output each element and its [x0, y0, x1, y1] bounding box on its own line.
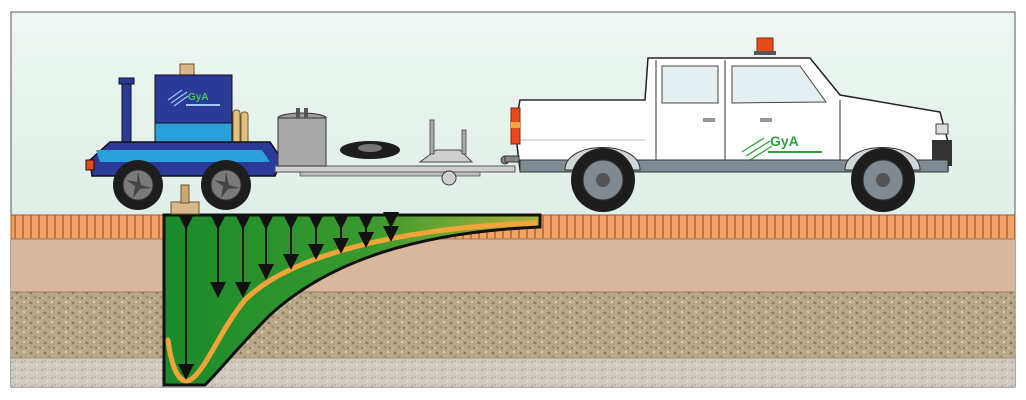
subbase-layer: [11, 292, 1015, 358]
truck-wheel-rear: [571, 148, 635, 212]
deflection-curve: [165, 220, 538, 384]
trailer-wheel-front: [113, 160, 163, 210]
pavement-layers: [10, 214, 1016, 387]
pickup-truck: GyA: [510, 37, 952, 212]
beacon-light: [756, 37, 774, 53]
trailer-logo: GyA: [167, 89, 220, 107]
base-layer: [11, 239, 1015, 292]
subgrade-layer: [11, 358, 1015, 387]
fwd-trailer: GyA: [85, 63, 516, 210]
control-box: [154, 74, 233, 124]
trailer-wheel-rear: [201, 160, 251, 210]
truck-logo-text: GyA: [770, 133, 799, 149]
truck-wheel-front: [851, 148, 915, 212]
load-plate: [170, 184, 200, 215]
deflection-arrows: [178, 212, 399, 380]
truck-logo: GyA: [741, 133, 822, 161]
trailer-logo-text: GyA: [188, 92, 209, 103]
